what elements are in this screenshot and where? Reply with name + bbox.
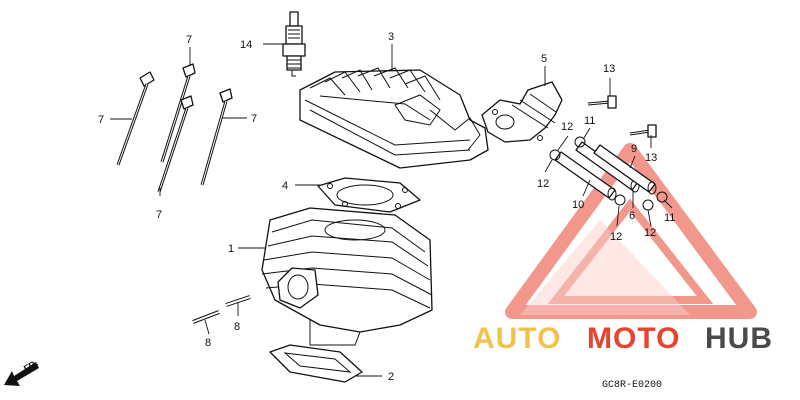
flange-bolts: [587, 95, 657, 138]
callout-7-right: 7: [251, 113, 257, 125]
callout-11-top: 11: [584, 115, 595, 127]
callout-7-top: 7: [186, 34, 192, 46]
callout-7-bottom: 7: [156, 209, 162, 221]
callout-11-right: 11: [664, 212, 675, 224]
thermostat-housing: [481, 81, 563, 143]
hose-clips: [549, 136, 668, 211]
callout-5: 5: [541, 53, 547, 65]
spark-plug: [282, 11, 306, 77]
stud-bolts-long: [116, 63, 233, 193]
callout-10: 10: [572, 199, 584, 211]
callout-12-left: 12: [537, 178, 549, 190]
cylinder-head: [299, 67, 489, 169]
watermark-moto: MOTO: [587, 322, 680, 355]
water-hoses: [554, 141, 657, 201]
base-gasket: [269, 344, 363, 383]
callout-8-left: 8: [205, 337, 211, 349]
callout-7-left: 7: [98, 114, 104, 126]
arrow-down-left-icon: [4, 362, 39, 386]
callout-4: 4: [282, 180, 288, 192]
callout-1: 1: [228, 243, 234, 255]
watermark-hub: HUB: [705, 322, 773, 355]
watermark-text: AUTO MOTO HUB: [473, 322, 773, 355]
callout-13-top: 13: [603, 63, 615, 75]
callout-2: 2: [388, 371, 394, 383]
callout-12-bottom-right: 12: [644, 227, 656, 239]
diagram-code: GC8R-E0200: [602, 380, 662, 391]
callout-12-bottom-left: 12: [610, 231, 622, 243]
callout-13-right: 13: [645, 152, 657, 164]
cylinder: [261, 207, 433, 346]
watermark-auto: AUTO: [473, 322, 561, 355]
front-label: FR.: [22, 358, 40, 374]
head-gasket: [317, 177, 421, 213]
callout-6: 6: [629, 210, 635, 222]
callout-14: 14: [240, 39, 252, 51]
callout-3: 3: [388, 31, 394, 43]
front-arrow: FR.: [4, 358, 40, 386]
callout-12-top: 12: [561, 121, 573, 133]
callout-labels: 14 3 4 1 2 5 7 7 7 7 8 8 13 13 9 10 6 11…: [98, 31, 675, 383]
callout-9: 9: [631, 143, 637, 155]
stud-bolts-short: [192, 295, 251, 324]
leader-lines: [110, 43, 673, 377]
callout-8-right: 8: [234, 321, 240, 333]
watermark-logo: [505, 143, 757, 319]
